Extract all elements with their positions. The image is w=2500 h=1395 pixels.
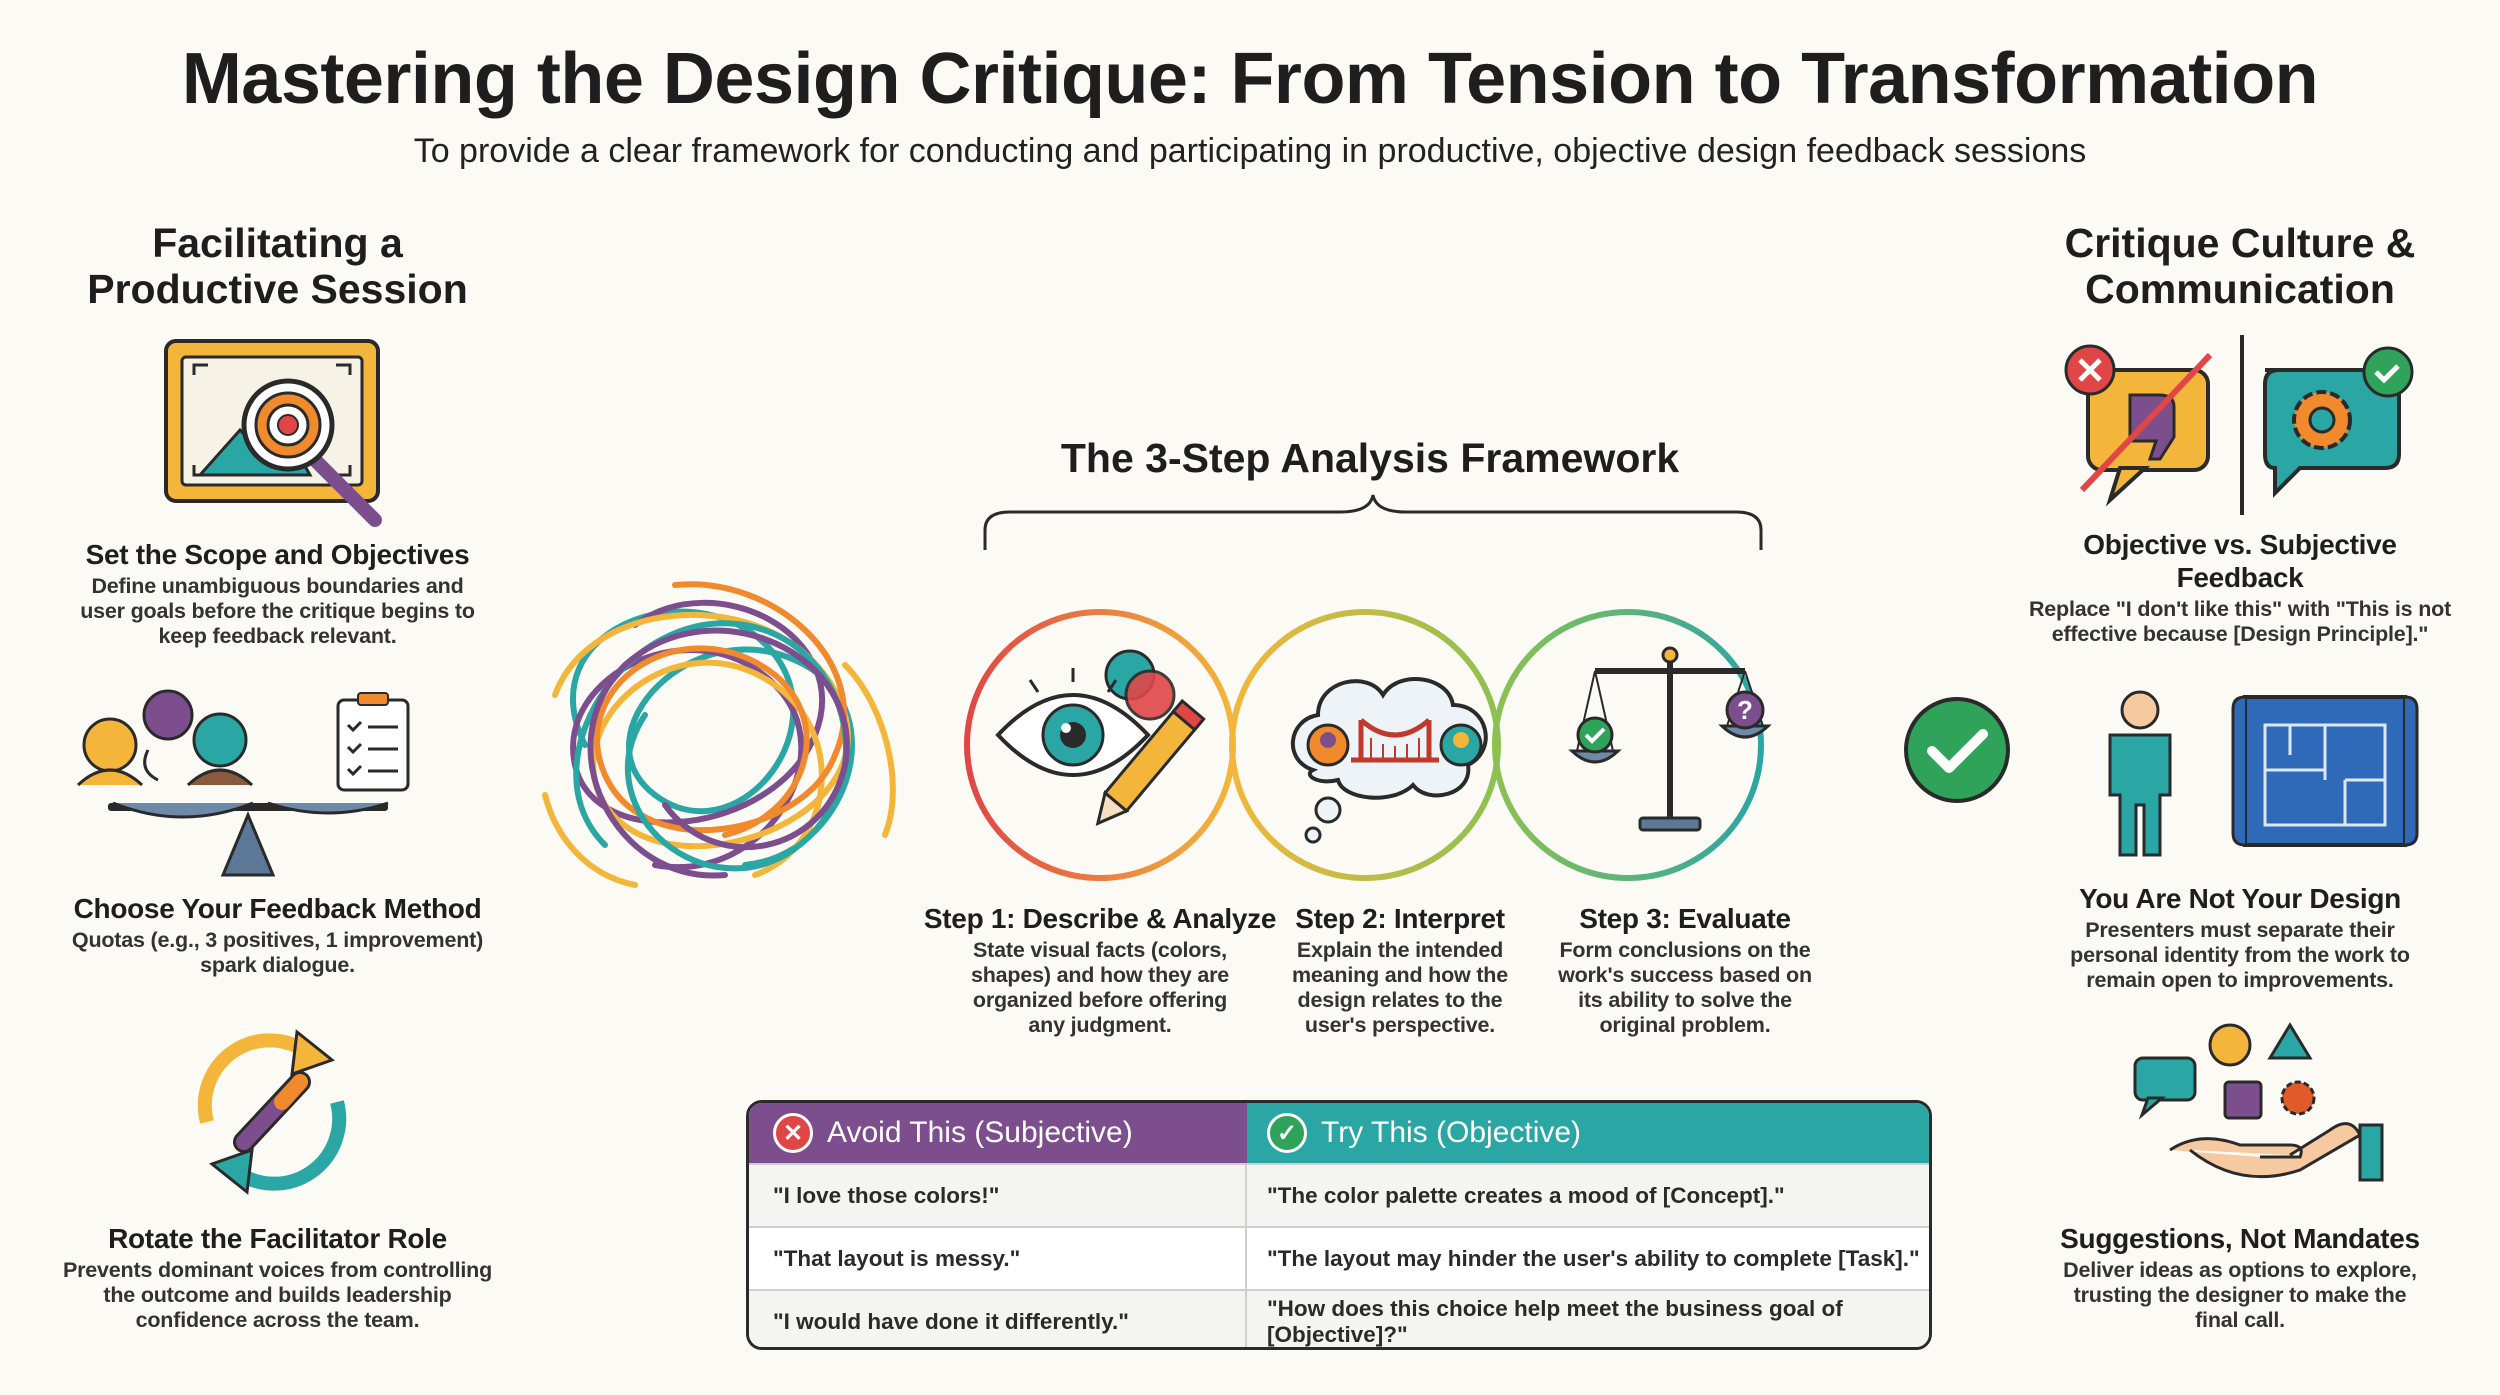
left-item-3-desc: Prevents dominant voices from controllin… (62, 1258, 493, 1332)
check-icon: ✓ (1267, 1113, 1307, 1153)
left-item-2-desc: Quotas (e.g., 3 positives, 1 improvement… (71, 928, 484, 977)
right-item-2-desc: Presenters must separate their personal … (2070, 918, 2410, 992)
avoid-cell: "I would have done it differently." (749, 1291, 1247, 1347)
check-circle-icon (1904, 697, 2010, 803)
right-item-1-title: Objective vs. Subjective Feedback (2083, 529, 2397, 593)
comparison-table: ✕ Avoid This (Subjective) ✓ Try This (Ob… (746, 1100, 1932, 1350)
try-cell: "How does this choice help meet the busi… (1267, 1295, 1843, 1347)
try-cell: "The layout may hinder the user's abilit… (1267, 1245, 1920, 1271)
right-column-heading: Critique Culture & Communication (2064, 220, 2416, 312)
target-magnifier-icon (164, 339, 382, 527)
left-column-heading: Facilitating a Productive Session (87, 220, 468, 312)
left-item-3-title: Rotate the Facilitator Role (108, 1223, 447, 1254)
right-item-3-title: Suggestions, Not Mandates (2060, 1223, 2420, 1254)
rotate-baton-icon (197, 1029, 347, 1195)
thumbs-down-gear-icon (2064, 344, 2414, 507)
try-header-label: Try This (Objective) (1321, 1116, 1582, 1149)
table-row: "That layout is messy." "The layout may … (749, 1226, 1929, 1289)
right-item-1-desc: Replace "I don't like this" with "This i… (2028, 597, 2452, 646)
thought-bridge-icon (1290, 677, 1488, 844)
step-3-desc: Form conclusions on the work's success b… (1558, 938, 1812, 1037)
table-row: "I would have done it differently." "How… (749, 1289, 1929, 1347)
person-blueprint-icon (2108, 690, 2419, 857)
x-icon: ✕ (773, 1113, 813, 1153)
framework-brace (983, 494, 1763, 550)
avoid-header: ✕ Avoid This (Subjective) (749, 1103, 1247, 1163)
vs-divider (2240, 335, 2244, 515)
page-subtitle: To provide a clear framework for conduct… (413, 132, 2087, 170)
framework-rings (964, 609, 1764, 881)
svg-text:?: ? (1737, 695, 1753, 725)
eye-pencil-icon (995, 649, 1206, 826)
step-3-title: Step 3: Evaluate (1579, 903, 1791, 934)
hand-offering-icon (2133, 1022, 2384, 1182)
step-1-title: Step 1: Describe & Analyze (923, 903, 1277, 934)
avoid-header-label: Avoid This (Subjective) (827, 1116, 1133, 1149)
left-item-1-title: Set the Scope and Objectives (85, 539, 470, 570)
left-item-1-desc: Define unambiguous boundaries and user g… (80, 574, 475, 648)
page-title: Mastering the Design Critique: From Tens… (181, 39, 2319, 119)
step-1-desc: State visual facts (colors, shapes) and … (970, 938, 1230, 1037)
avoid-cell: "I love those colors!" (749, 1165, 1247, 1226)
left-item-2-title: Choose Your Feedback Method (73, 893, 482, 924)
framework-heading: The 3-Step Analysis Framework (1060, 435, 1680, 481)
avoid-cell: "That layout is messy." (749, 1228, 1247, 1289)
step-2-desc: Explain the intended meaning and how the… (1292, 938, 1508, 1037)
try-cell: "The color palette creates a mood of [Co… (1267, 1182, 1785, 1208)
right-item-2-title: You Are Not Your Design (2079, 883, 2401, 914)
tangle-scribble-icon (542, 581, 896, 888)
step-2-title: Step 2: Interpret (1295, 903, 1505, 934)
try-header: ✓ Try This (Objective) (1247, 1103, 1929, 1163)
scales-icon: ? (1568, 646, 1772, 832)
right-item-3-desc: Deliver ideas as options to explore, tru… (2063, 1258, 2417, 1332)
balance-people-checklist-icon (76, 689, 410, 877)
table-row: "I love those colors!" "The color palett… (749, 1163, 1929, 1226)
